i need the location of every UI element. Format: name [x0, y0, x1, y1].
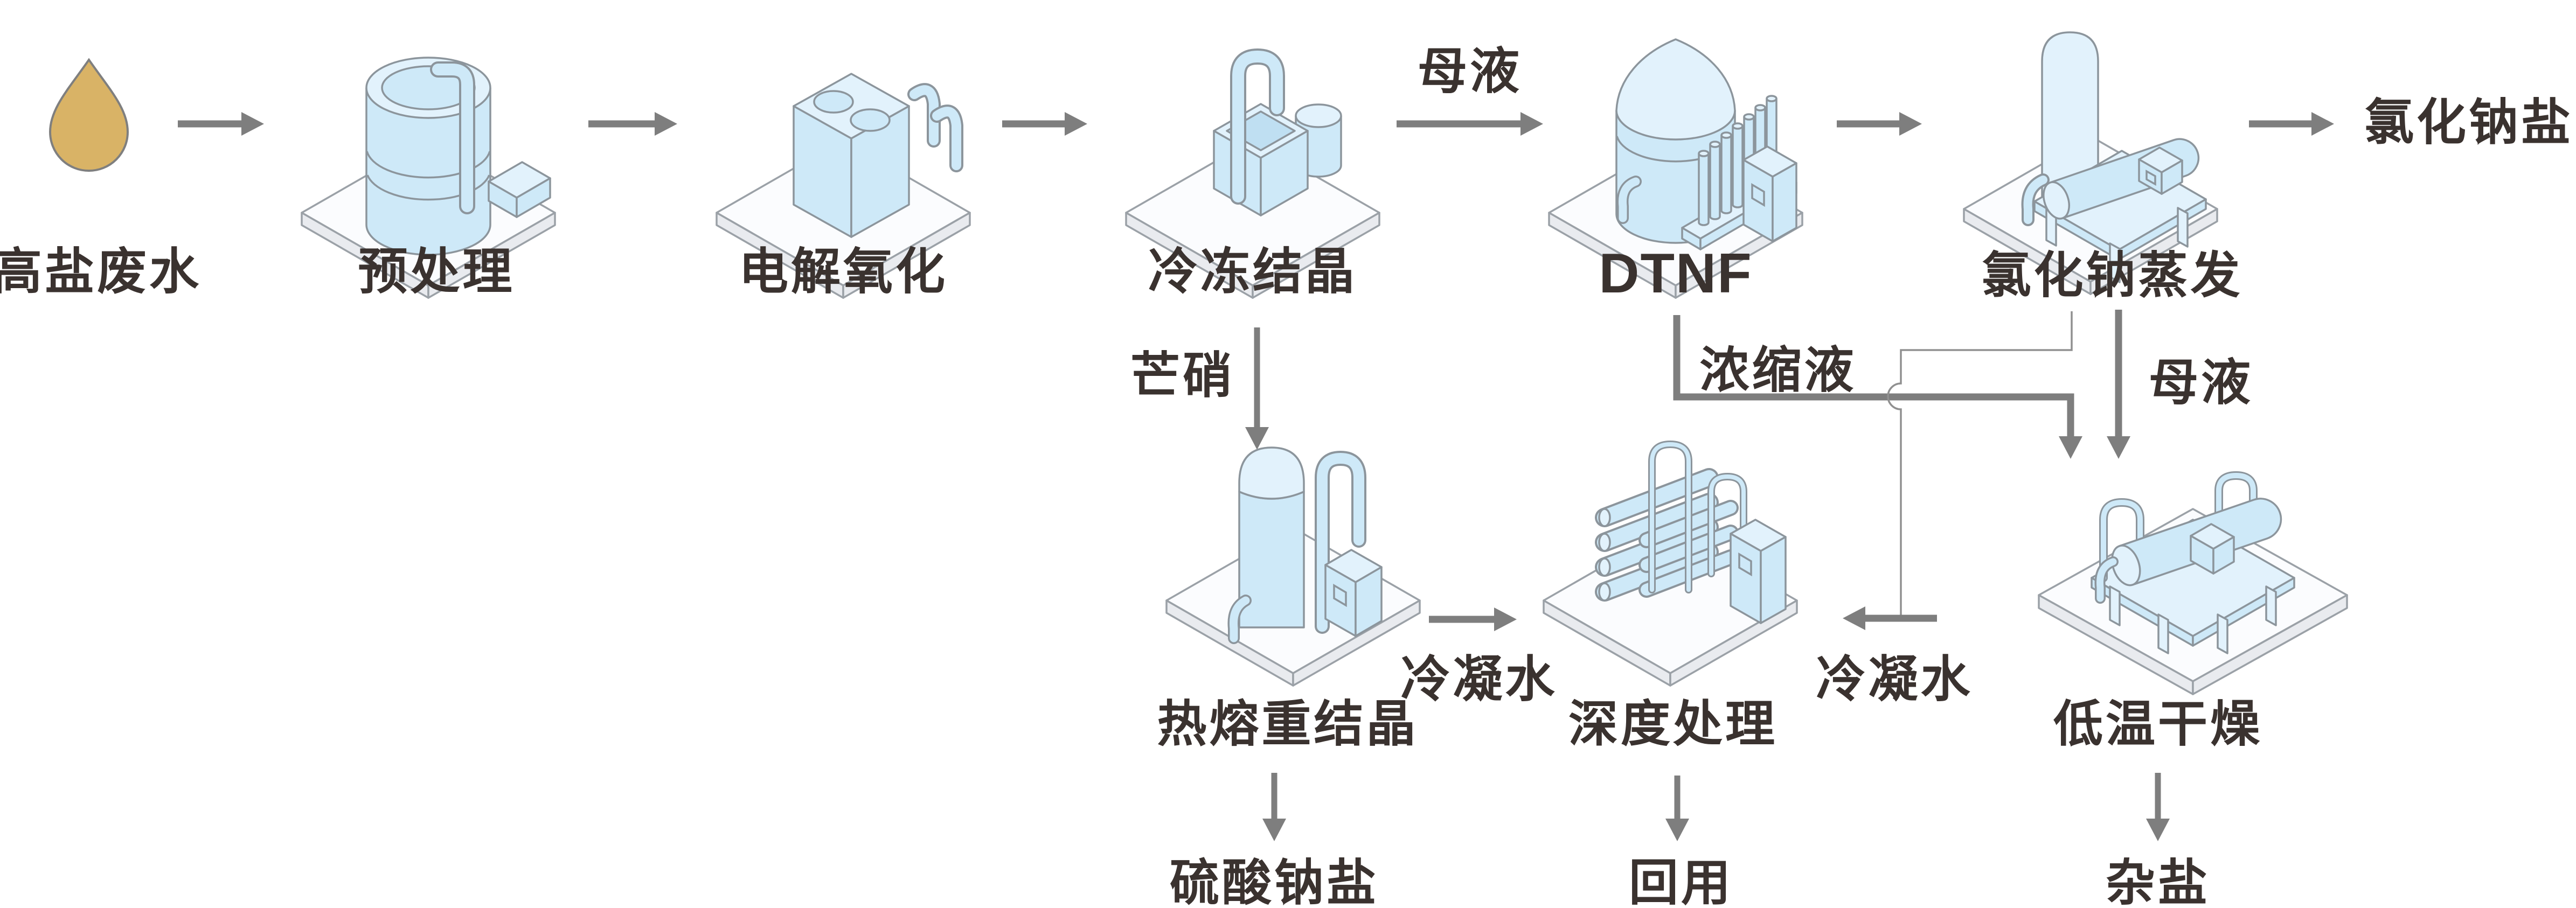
- label-condensate-left: 冷凝水: [1400, 652, 1558, 707]
- label-hot-melt: 热熔重结晶: [1157, 697, 1419, 752]
- freeze-crystallization-icon: [1125, 48, 1380, 299]
- advanced-treatment-icon: [1543, 441, 1798, 687]
- low-temperature-drying-icon: [2038, 471, 2348, 695]
- nacl-evaporation-icon: [1963, 31, 2218, 295]
- label-nacl-salt: 氯化钠盐: [2364, 95, 2574, 150]
- label-electrolytic: 电解氧化: [738, 245, 948, 299]
- label-advanced: 深度处理: [1568, 697, 1778, 752]
- label-concentrate: 浓缩液: [1699, 343, 1857, 398]
- label-dtnf: DTNF: [1599, 242, 1753, 305]
- label-mixed-salt: 杂盐: [2105, 856, 2211, 908]
- pretreatment-icon: [301, 57, 556, 299]
- label-mother-liquor-top: 母液: [1417, 44, 1523, 99]
- hot-melt-recrystallization-icon: [1165, 446, 1421, 687]
- label-mirabilite: 芒硝: [1130, 348, 1235, 403]
- line-dtnf-concentrate-to-drying: [1673, 315, 2082, 459]
- electrolytic-oxidation-icon: [716, 73, 971, 299]
- label-mother-liquor-right: 母液: [2148, 355, 2254, 410]
- label-low-temp-drying: 低温干燥: [2053, 697, 2263, 752]
- wastewater-droplet-icon: [48, 58, 129, 172]
- line-evaporation-condensate: [1887, 311, 2073, 618]
- label-nacl-evaporation: 氯化钠蒸发: [1981, 248, 2243, 303]
- label-freeze: 冷冻结晶: [1148, 245, 1358, 299]
- dtnf-icon: [1548, 38, 1803, 299]
- label-source: 高盐废水: [0, 245, 202, 299]
- label-pretreatment: 预处理: [358, 245, 515, 299]
- label-reuse: 回用: [1628, 856, 1734, 908]
- label-condensate-right: 冷凝水: [1816, 652, 1973, 707]
- label-sodium-sulfate: 硫酸钠盐: [1169, 856, 1379, 908]
